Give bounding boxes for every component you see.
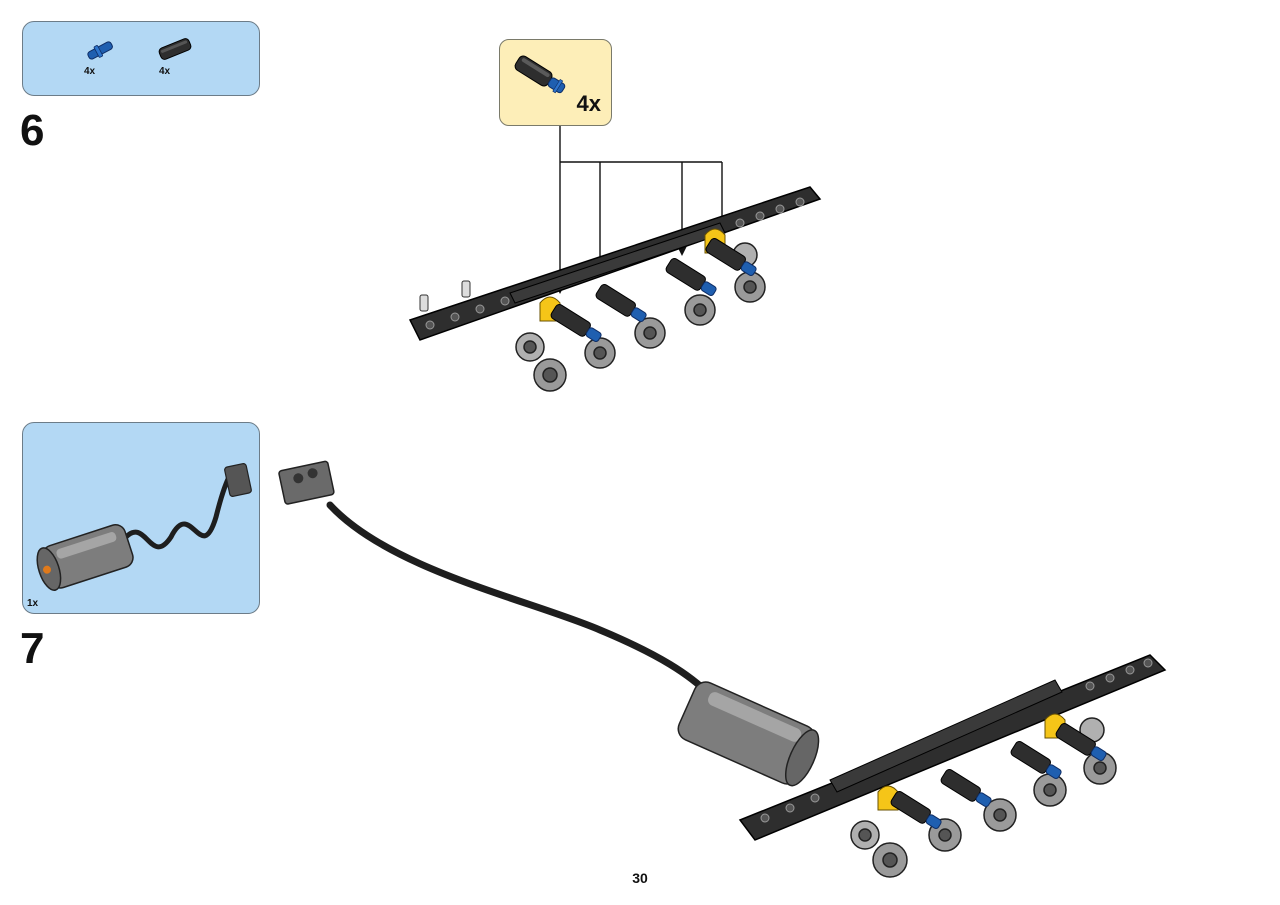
step7-model-illustration [278,460,1167,878]
power-functions-motor-icon [36,462,252,591]
subassembly-callout: 4x [499,39,612,126]
step7-part1-qty: 1x [27,598,39,609]
black-axle-pin-icon [158,38,192,60]
callout-quantity: 4x [576,91,601,116]
step7-number: 7 [20,624,45,673]
step7-parts-box: 1x [22,422,260,614]
step6-part1-qty: 4x [84,66,96,77]
page-number: 30 [632,870,648,886]
step6-part2-qty: 4x [159,66,171,77]
step6-number: 6 [20,106,45,155]
step6-model-illustration [408,186,822,392]
blue-axle-pin-icon [87,41,113,60]
step6-parts-box: 4x 4x [22,21,260,96]
axle-pin-assembly-icon [514,55,566,94]
